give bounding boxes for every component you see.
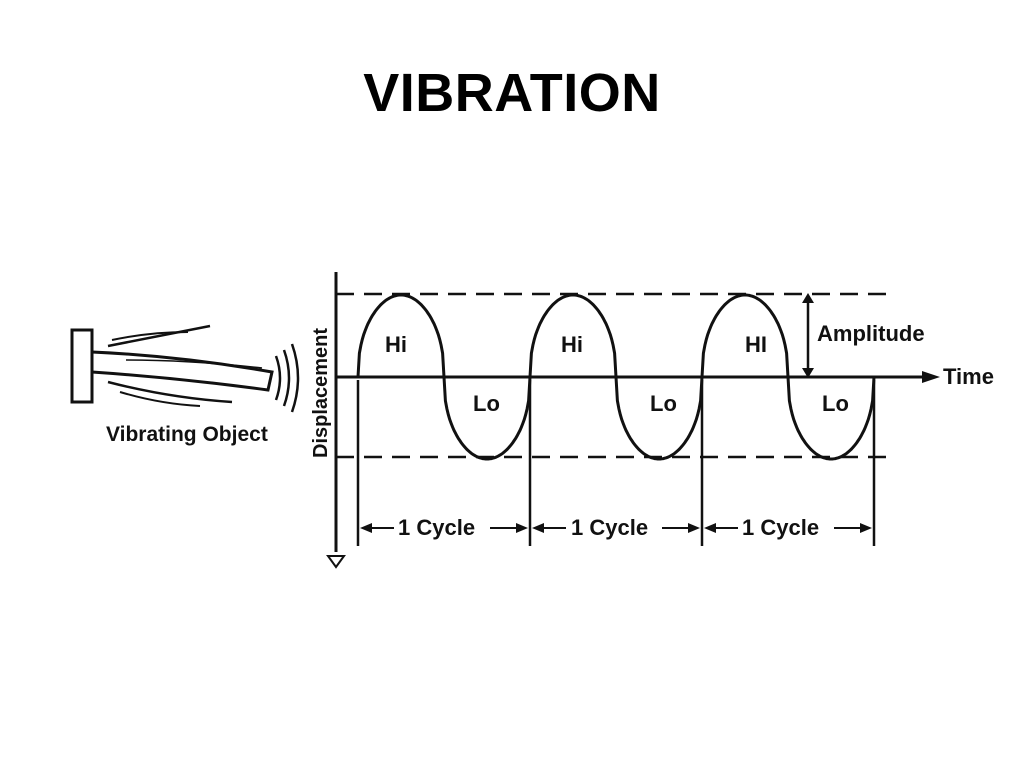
vibration-wave	[274, 355, 282, 401]
amplitude-indicator: Amplitude	[802, 293, 925, 378]
x-axis: Time	[336, 364, 994, 389]
cycle-arrowhead-left	[704, 523, 716, 533]
motion-line	[107, 324, 211, 348]
y-axis-label: Displacement	[310, 328, 332, 458]
cycle-boundaries	[356, 380, 876, 546]
vibration-wave	[290, 343, 300, 413]
motion-line	[125, 359, 263, 369]
cycle-label: 1 Cycle	[571, 515, 648, 540]
motion-line	[119, 391, 201, 407]
cycle-label: 1 Cycle	[398, 515, 475, 540]
y-axis: Displacement	[310, 272, 346, 569]
wall-mount	[70, 328, 94, 404]
cycle-label: 1 Cycle	[742, 515, 819, 540]
crest-label: Hi	[561, 332, 583, 357]
cantilever-beam	[90, 350, 274, 392]
vibrating-object-label: Vibrating Object	[106, 423, 268, 446]
cycle-arrowhead-right	[516, 523, 528, 533]
cycle-arrowhead-left	[532, 523, 544, 533]
y-axis-arrowhead	[326, 555, 346, 569]
cycle-dimension-arrows	[360, 523, 872, 533]
motion-line	[111, 331, 189, 341]
cycle-arrowhead-left	[360, 523, 372, 533]
amplitude-label: Amplitude	[817, 321, 925, 346]
trough-label: Lo	[822, 391, 849, 416]
waveform	[356, 293, 876, 461]
x-axis-label: Time	[943, 364, 994, 389]
slide-title: VIBRATION	[363, 63, 661, 123]
crest-label: HI	[745, 332, 767, 357]
x-axis-arrowhead	[922, 371, 940, 383]
amplitude-arrowhead-bottom	[802, 368, 814, 378]
trough-label: Lo	[650, 391, 677, 416]
crest-label: Hi	[385, 332, 407, 357]
vibrating-object-illustration: Vibrating Object	[70, 324, 300, 446]
cycle-arrowhead-right	[688, 523, 700, 533]
amplitude-arrowhead-top	[802, 293, 814, 303]
trough-label: Lo	[473, 391, 500, 416]
cycle-arrowhead-right	[860, 523, 872, 533]
vibration-wave	[282, 349, 291, 407]
motion-line	[107, 380, 233, 404]
